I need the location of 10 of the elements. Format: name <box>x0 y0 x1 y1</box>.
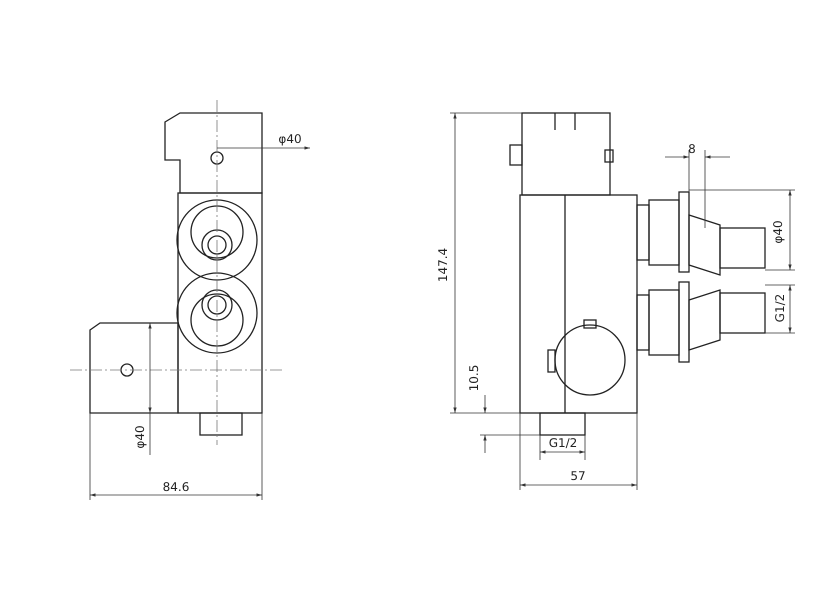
dimension-label: 84.6 <box>162 480 190 494</box>
dimension-label: φ40 <box>133 425 147 449</box>
dimension-label: φ40 <box>771 220 785 244</box>
dimension-label: G1/2 <box>773 294 787 322</box>
dimension-label: 147.4 <box>436 248 450 282</box>
dimension-label: G1/2 <box>548 436 578 450</box>
dimension-label: 10.5 <box>467 364 481 392</box>
dimension-label: φ40 <box>278 132 302 146</box>
dimension-label: 57 <box>570 469 586 483</box>
dimension-label: 8 <box>688 142 696 156</box>
